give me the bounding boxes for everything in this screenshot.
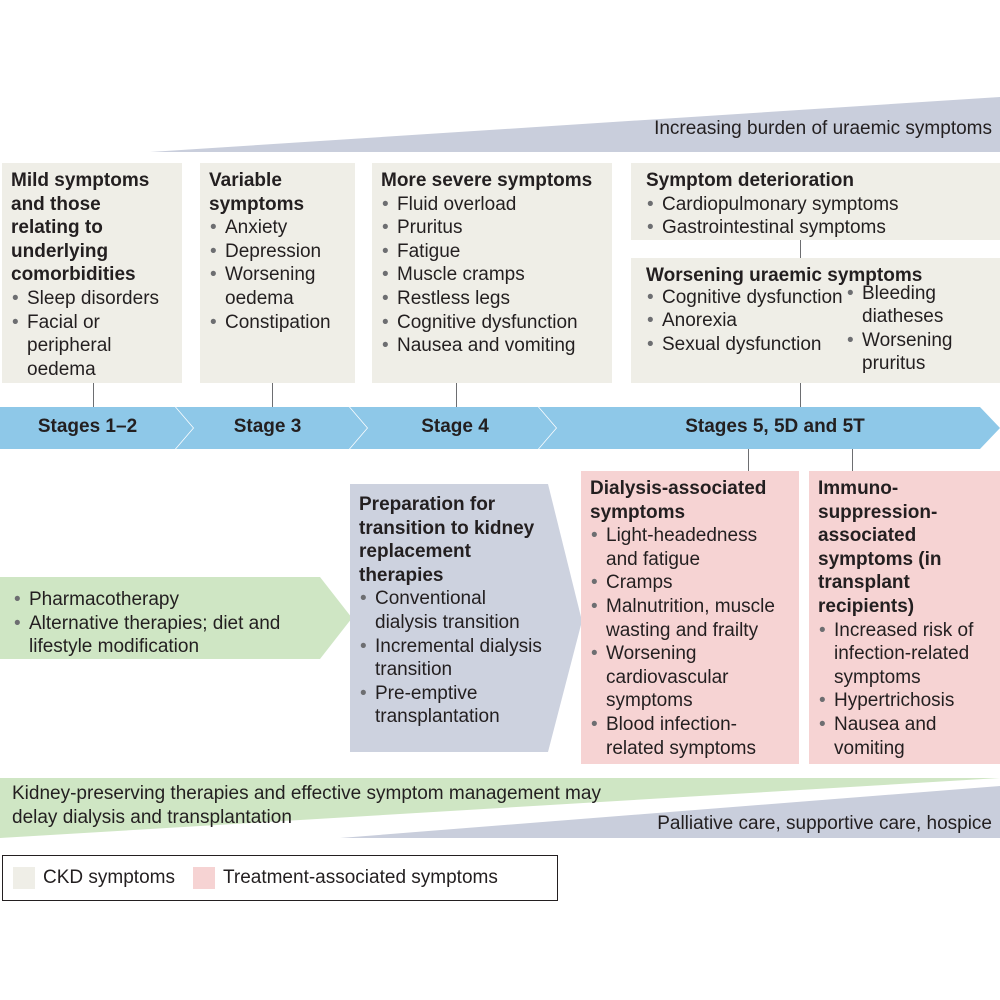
stage-arrow-3	[350, 407, 556, 449]
mild-symptoms-box: Mild symptoms and those relating to unde…	[2, 163, 182, 383]
list-item: Blood infection-related symptoms	[590, 713, 791, 760]
preparation-box: Preparation for transition to kidney rep…	[350, 487, 555, 752]
list-item: Light-headedness and fatigue	[590, 524, 791, 571]
uraemic-burden-wedge	[150, 97, 1000, 152]
legend-label-ckd: CKD symptoms	[43, 867, 175, 888]
immunosuppression-symptoms-box: Immuno-suppression-associated symptoms (…	[809, 471, 1000, 764]
stage-label-3: Stage 3	[233, 416, 302, 437]
list-item: Muscle cramps	[381, 263, 604, 287]
list-item: Malnutrition, muscle wasting and frailty	[590, 595, 791, 642]
list-item: Nausea and vomiting	[381, 334, 604, 358]
symptom-deterioration-title: Symptom deterioration	[646, 170, 854, 191]
connector-immuno	[852, 449, 853, 471]
variable-symptoms-box: Variable symptoms Anxiety Depression Wor…	[200, 163, 355, 383]
list-item: Alternative therapies; diet and lifestyl…	[13, 612, 326, 659]
list-item: Fluid overload	[381, 193, 604, 217]
legend-swatch-ckd	[13, 867, 35, 889]
stage-arrow-4	[539, 407, 1000, 449]
kidney-preserving-wedge	[0, 778, 1000, 838]
list-item: Worsening pruritus	[846, 329, 986, 376]
dialysis-symptoms-title: Dialysis-associated symptoms	[590, 478, 767, 523]
palliative-care-wedge	[340, 786, 1000, 838]
list-item: Anorexia	[646, 309, 846, 333]
stage-arrow-2	[176, 407, 367, 449]
palliative-care-text: Palliative care, supportive care, hospic…	[657, 813, 992, 834]
list-item: Cardiopulmonary symptoms	[646, 193, 992, 217]
list-item: Constipation	[209, 311, 347, 335]
list-item: Pruritus	[381, 216, 604, 240]
connector-dialysis	[748, 449, 749, 471]
connector-stage-1	[93, 383, 94, 407]
legend: CKD symptoms Treatment-associated sympto…	[2, 855, 558, 901]
connector-stage-5	[800, 383, 801, 407]
list-item: Incremental dialysis transition	[359, 635, 547, 682]
list-item: Cramps	[590, 571, 791, 595]
severe-symptoms-title: More severe symptoms	[381, 170, 593, 191]
uraemic-burden-label: Increasing burden of uraemic symptoms	[654, 118, 992, 139]
list-item: Worsening oedema	[209, 263, 347, 310]
stage-arrow-1	[0, 407, 193, 449]
list-item: Fatigue	[381, 240, 604, 264]
list-item: Cognitive dysfunction	[646, 286, 846, 310]
list-item: Sexual dysfunction	[646, 333, 846, 357]
pharmacotherapy-text: Pharmacotherapy Alternative therapies; d…	[4, 582, 334, 657]
stage-label-4: Stage 4	[421, 416, 489, 437]
list-item: Cognitive dysfunction	[381, 311, 604, 335]
legend-swatch-treatment	[192, 867, 215, 889]
list-item: Gastrointestinal symptoms	[646, 216, 992, 240]
list-item: Pre-emptive transplantation	[359, 682, 547, 729]
list-item: Pharmacotherapy	[13, 588, 326, 612]
variable-symptoms-title: Variable symptoms	[209, 170, 305, 215]
list-item: Depression	[209, 240, 347, 264]
severe-symptoms-box: More severe symptoms Fluid overload Prur…	[372, 163, 612, 383]
list-item: Bleeding diatheses	[846, 282, 986, 329]
list-item: Hypertrichosis	[818, 689, 992, 713]
mild-symptoms-title: Mild symptoms and those relating to unde…	[11, 170, 150, 286]
kidney-preserving-text: Kidney-preserving therapies and effectiv…	[12, 783, 601, 828]
immunosuppression-symptoms-title: Immuno-suppression-associated symptoms (…	[818, 478, 942, 617]
symptom-deterioration-box: Symptom deterioration Cardiopulmonary sy…	[631, 163, 1000, 240]
stage-label-5: Stages 5, 5D and 5T	[685, 416, 865, 437]
connector-stage-4	[456, 383, 457, 407]
list-item: Restless legs	[381, 287, 604, 311]
list-item: Worsening cardiovascular symptoms	[590, 642, 791, 713]
connector-stage-3	[272, 383, 273, 407]
list-item: Increased risk of infection-related symp…	[818, 619, 992, 690]
list-item: Facial or peripheral oedema	[11, 311, 174, 382]
legend-label-treatment: Treatment-associated symptoms	[222, 867, 498, 888]
connector-deterioration	[800, 240, 801, 258]
list-item: Anxiety	[209, 216, 347, 240]
list-item: Conventional dialysis transition	[359, 587, 547, 634]
worsening-uraemic-box: Worsening uraemic symptoms Cognitive dys…	[631, 258, 1000, 383]
list-item: Sleep disorders	[11, 287, 174, 311]
list-item: Nausea and vomiting	[818, 713, 992, 760]
stage-label-1-2: Stages 1–2	[37, 416, 138, 437]
preparation-title: Preparation for transition to kidney rep…	[359, 494, 535, 586]
dialysis-symptoms-box: Dialysis-associated symptoms Light-heade…	[581, 471, 799, 764]
